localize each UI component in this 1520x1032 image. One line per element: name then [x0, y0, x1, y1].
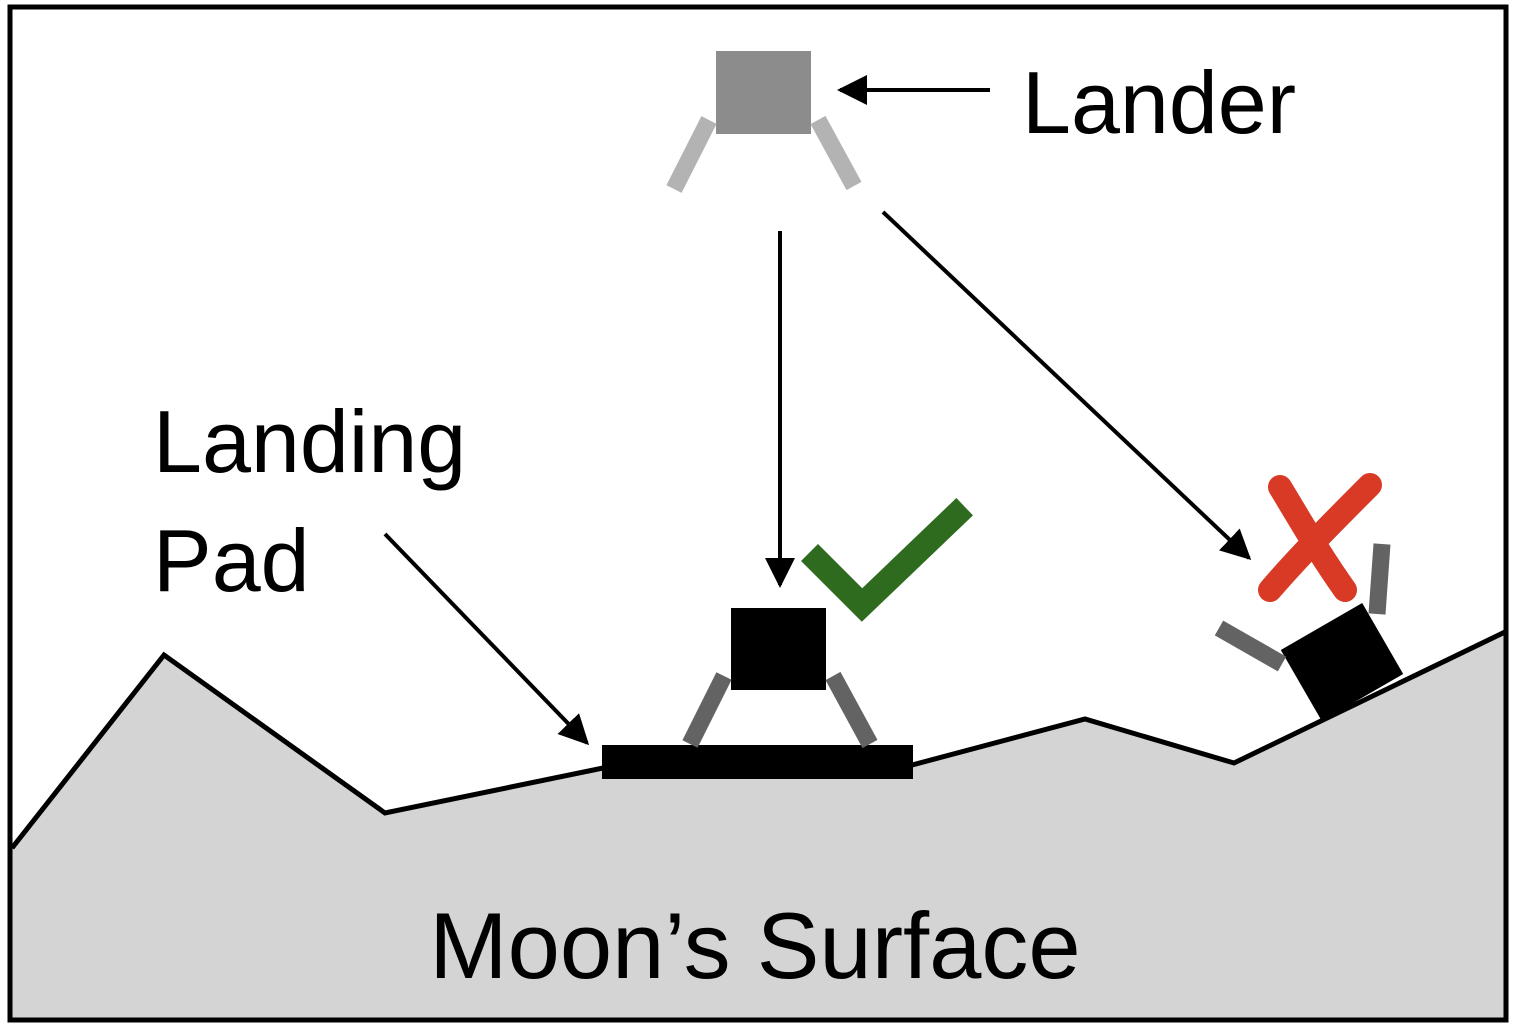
landing-pad-arrow: [383, 532, 590, 746]
lander-descending: [666, 51, 862, 193]
descent-arrow-diagonal: [881, 210, 1252, 561]
moon-surface: [12, 632, 1505, 1020]
lander-landed-success: [682, 608, 878, 749]
cross-icon: [1258, 473, 1382, 602]
lander-body: [716, 51, 811, 134]
moon-surface-label: Moon’s Surface: [429, 893, 1080, 998]
lander-leg-right: [810, 115, 862, 191]
landing-pad: [602, 745, 913, 779]
lander-leg-left: [666, 116, 717, 193]
crashed-lander-leg-right: [1368, 543, 1391, 615]
landed-lander-leg-right: [825, 671, 878, 749]
landed-lander-body: [731, 608, 826, 690]
lander-label: Lander: [1022, 53, 1296, 152]
landing-pad-label-line2: Pad: [153, 511, 310, 610]
landing-pad-label-line1: Landing: [153, 392, 466, 491]
landed-lander-leg-left: [682, 672, 732, 748]
crashed-lander-leg-left: [1214, 620, 1287, 672]
crashed-lander-body: [1280, 602, 1404, 722]
checkmark-icon: [801, 498, 973, 622]
lander-crashed-failure: [1214, 543, 1404, 722]
diagram-frame: [7, 4, 1509, 1023]
